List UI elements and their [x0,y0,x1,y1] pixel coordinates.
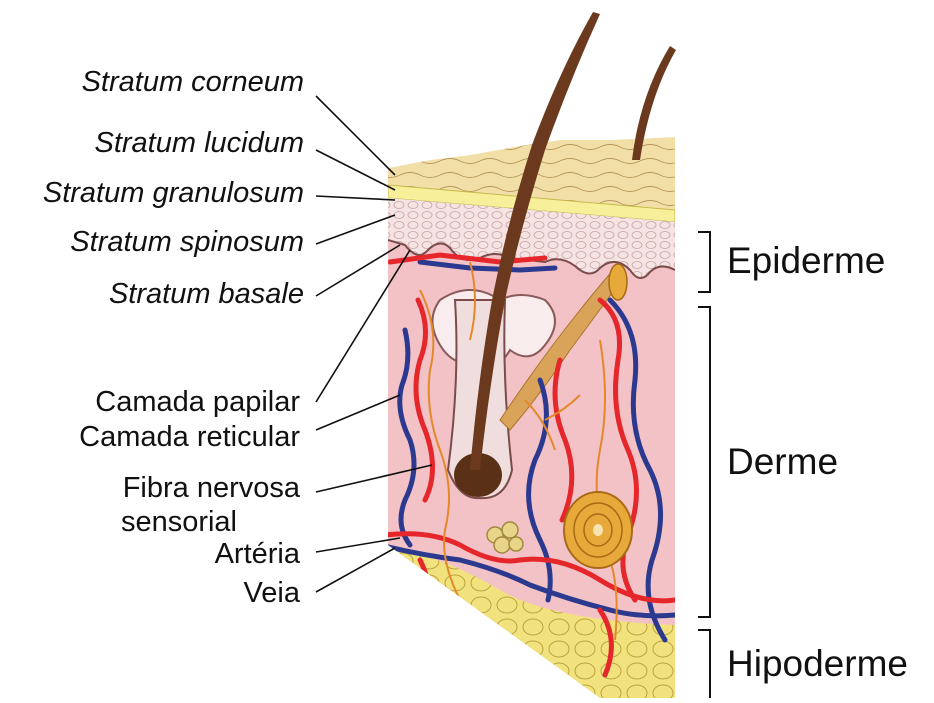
pacinian-corpuscle [564,492,632,568]
meissner-corpuscle [609,264,627,300]
label-stratum-spinosum: Stratum spinosum [70,228,304,257]
label-stratum-corneum: Stratum corneum [82,68,304,97]
skin-block [380,137,678,698]
label-arteria: Artéria [215,540,300,569]
label-fibra-nervosa: Fibra nervosa [123,474,300,503]
label-stratum-granulosum: Stratum granulosum [43,179,304,208]
label-veia: Veia [244,579,300,608]
region-brackets [698,232,710,698]
label-camada-papilar: Camada papilar [95,388,300,417]
label-stratum-lucidum: Stratum lucidum [94,129,304,158]
region-derme: Derme [727,443,838,480]
label-camada-reticular: Camada reticular [79,423,300,452]
region-hipoderme: Hipoderme [727,645,908,682]
region-epiderme: Epiderme [727,242,885,279]
label-stratum-basale: Stratum basale [109,280,304,309]
label-fibra-sensorial: sensorial [121,508,237,537]
